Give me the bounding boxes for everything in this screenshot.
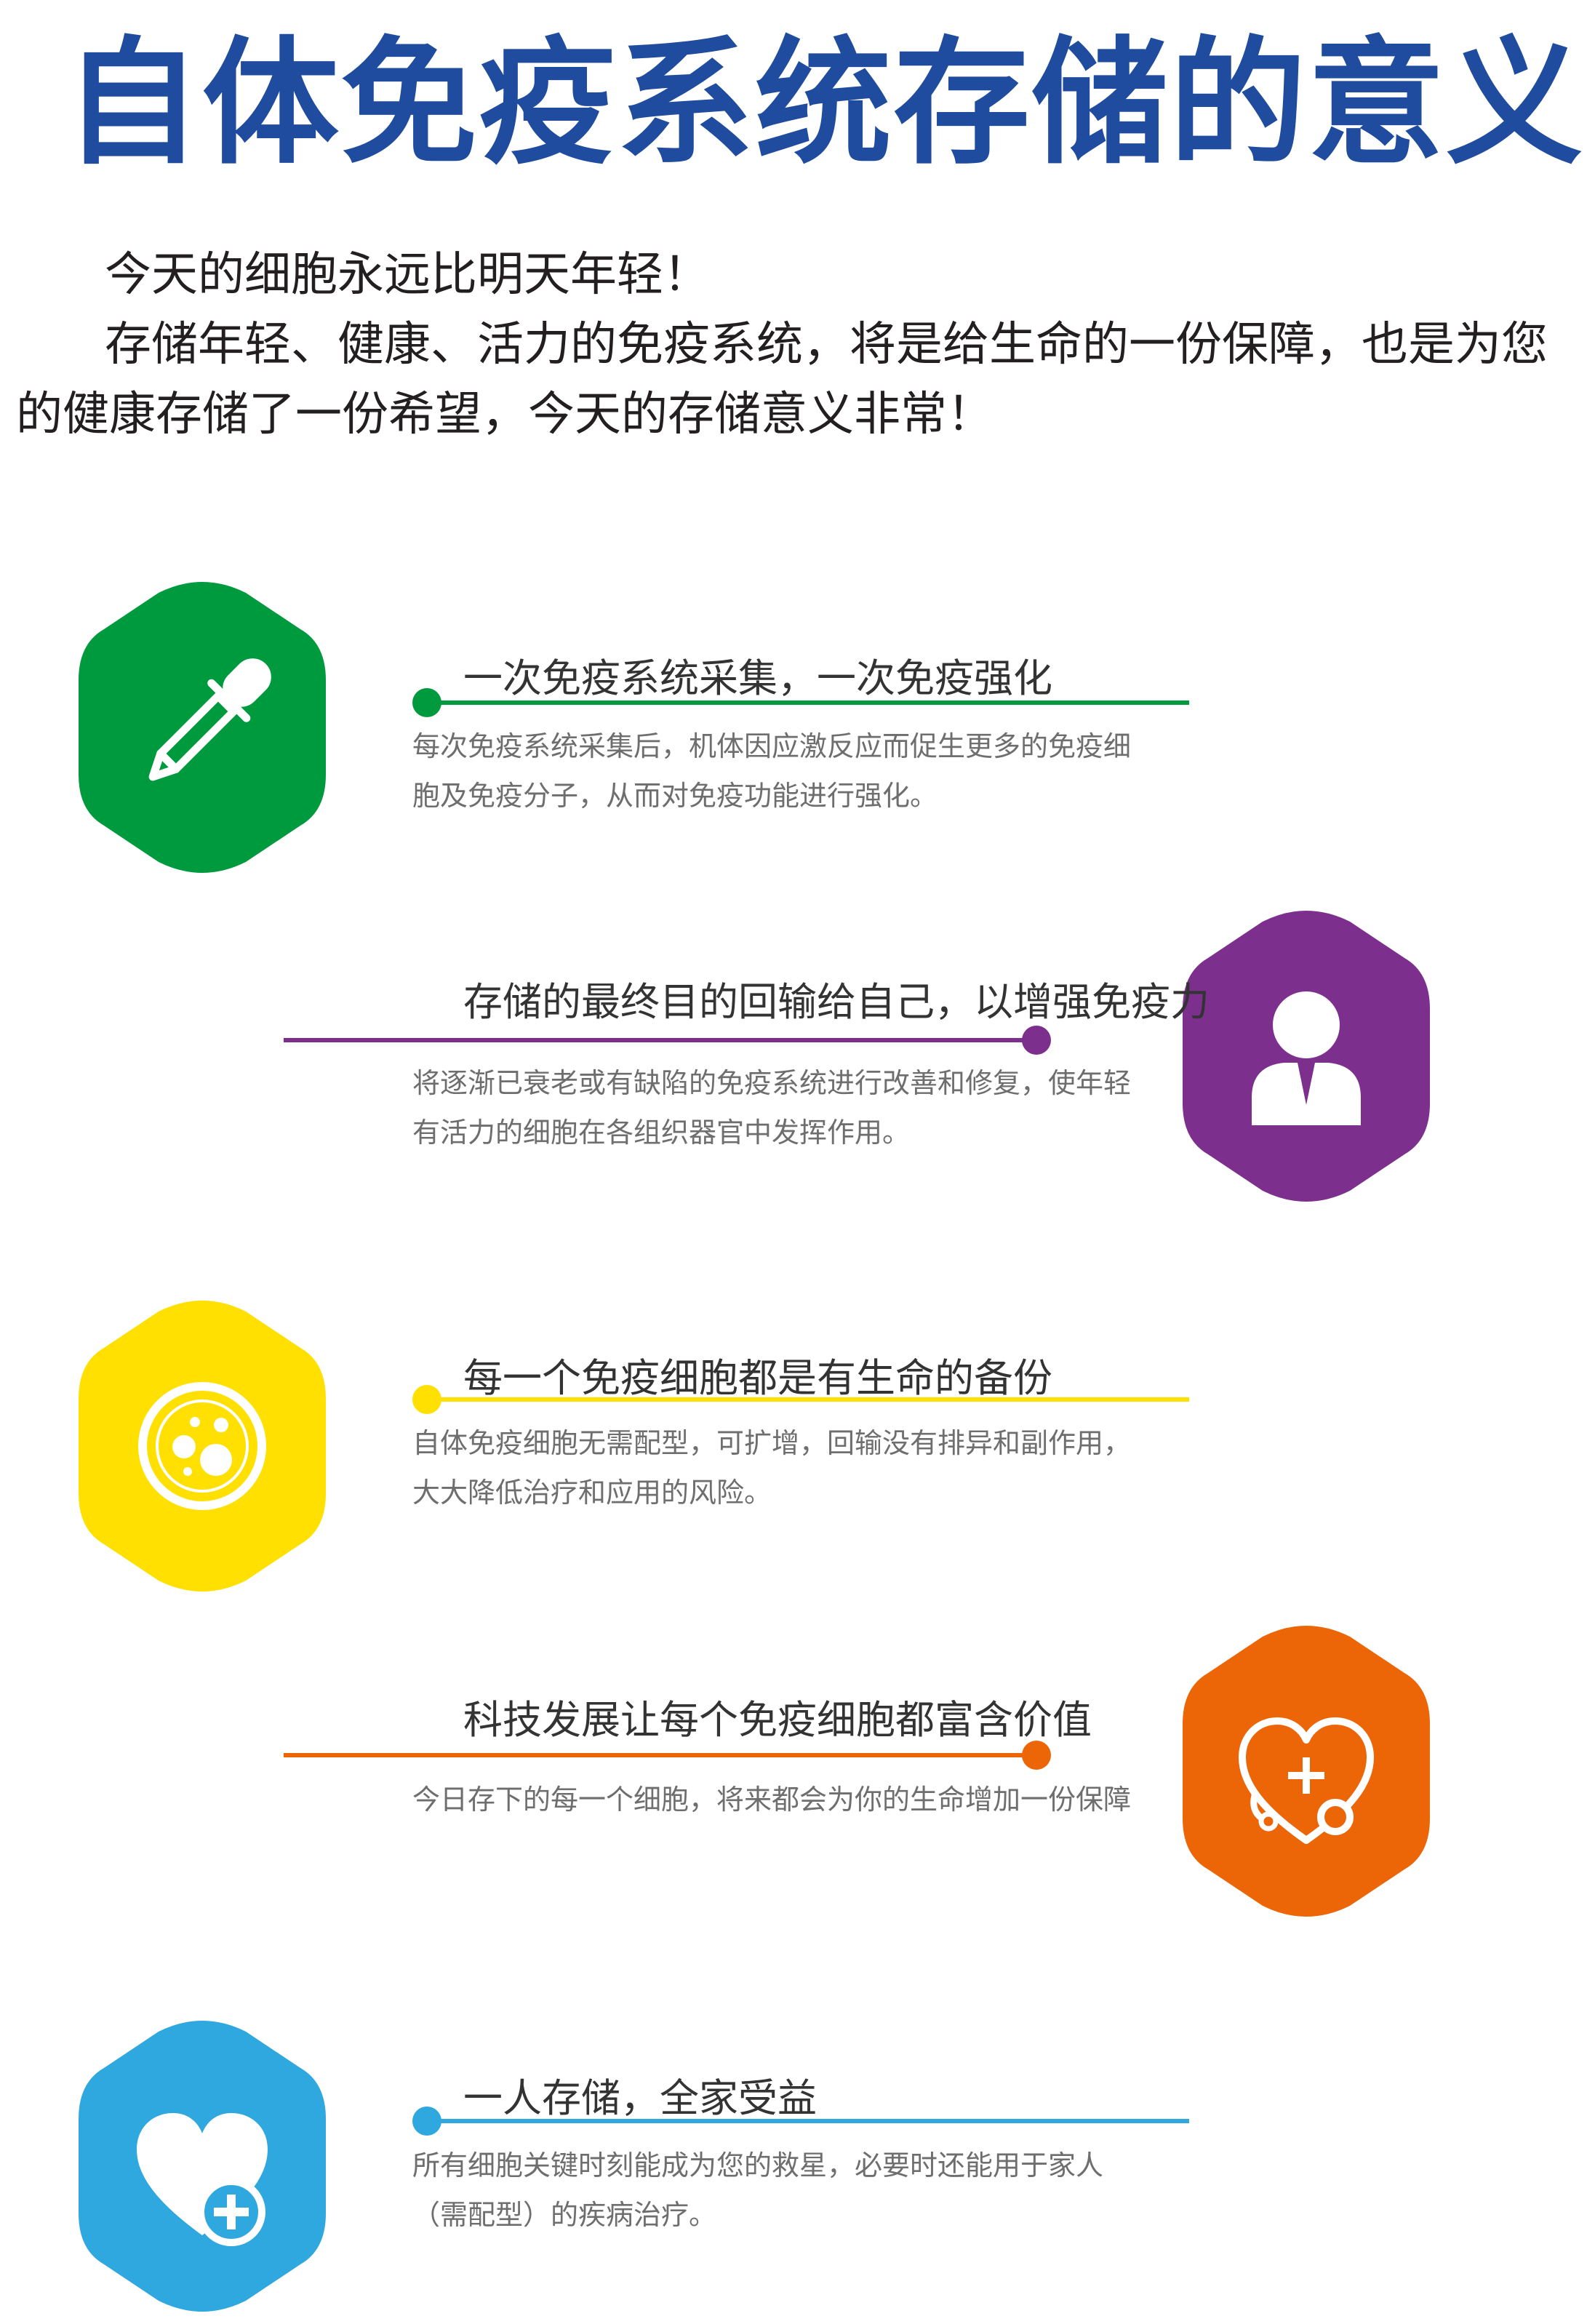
intro-line-2: 存储年轻、健康、活力的免疫系统，将是给生命的一份保障，也是为您的健康存储了一份希…: [16, 318, 1548, 442]
timeline-line-4: [284, 1753, 1040, 1757]
green-hexagon: [79, 578, 326, 877]
heart-plus-icon: [79, 2021, 326, 2312]
intro-line-1: 今天的细胞永远比明天年轻！: [105, 248, 710, 302]
item-desc-1: 每次免疫系统采集后，机体因应激反应而促生更多的免疫细胞及免疫分子，从而对免疫功能…: [412, 730, 1132, 812]
item-title-2: 存储的最终目的回输给自己，以增强免疫力: [463, 979, 1210, 1025]
page-title: 自体免疫系统存储的意义: [64, 24, 1584, 183]
timeline-line-5: [425, 2119, 1189, 2123]
item-title-5: 一人存储，全家受益: [463, 2075, 817, 2121]
item-desc-5: 所有细胞关键时刻能成为您的救星，必要时还能用于家人（需配型）的疾病治疗。: [412, 2149, 1104, 2231]
purple-hexagon: [1183, 907, 1430, 1205]
item-desc-2: 将逐渐已衰老或有缺陷的免疫系统进行改善和修复，使年轻有活力的细胞在各组织器官中发…: [412, 1067, 1132, 1149]
timeline-dot-4: [1022, 1741, 1051, 1770]
item-desc-3: 自体免疫细胞无需配型，可扩增，回输没有排异和副作用，大大降低治疗和应用的风险。: [412, 1427, 1132, 1509]
petri-dish-icon: [79, 1301, 326, 1592]
timeline-line-1: [425, 700, 1189, 705]
item-title-1: 一次免疫系统采集，一次免疫强化: [463, 655, 1052, 701]
dropper-icon: [79, 582, 326, 873]
blue-hexagon: [79, 2017, 326, 2315]
item-desc-4: 今日存下的每一个细胞，将来都会为你的生命增加一份保障: [412, 1784, 1132, 1816]
heart-stethoscope-icon: [1183, 1626, 1430, 1917]
yellow-hexagon: [79, 1297, 326, 1595]
timeline-line-2: [284, 1038, 1040, 1042]
intro-text: 今天的细胞永远比明天年轻！ 存储年轻、健康、活力的免疫系统，将是给生命的一份保障…: [16, 240, 1580, 450]
timeline-line-3: [425, 1397, 1189, 1402]
timeline-dot-2: [1022, 1026, 1051, 1055]
item-title-4: 科技发展让每个免疫细胞都富含价值: [463, 1697, 1092, 1743]
user-icon: [1183, 911, 1430, 1202]
orange-hexagon: [1183, 1622, 1430, 1920]
item-title-3: 每一个免疫细胞都是有生命的备份: [463, 1355, 1052, 1401]
